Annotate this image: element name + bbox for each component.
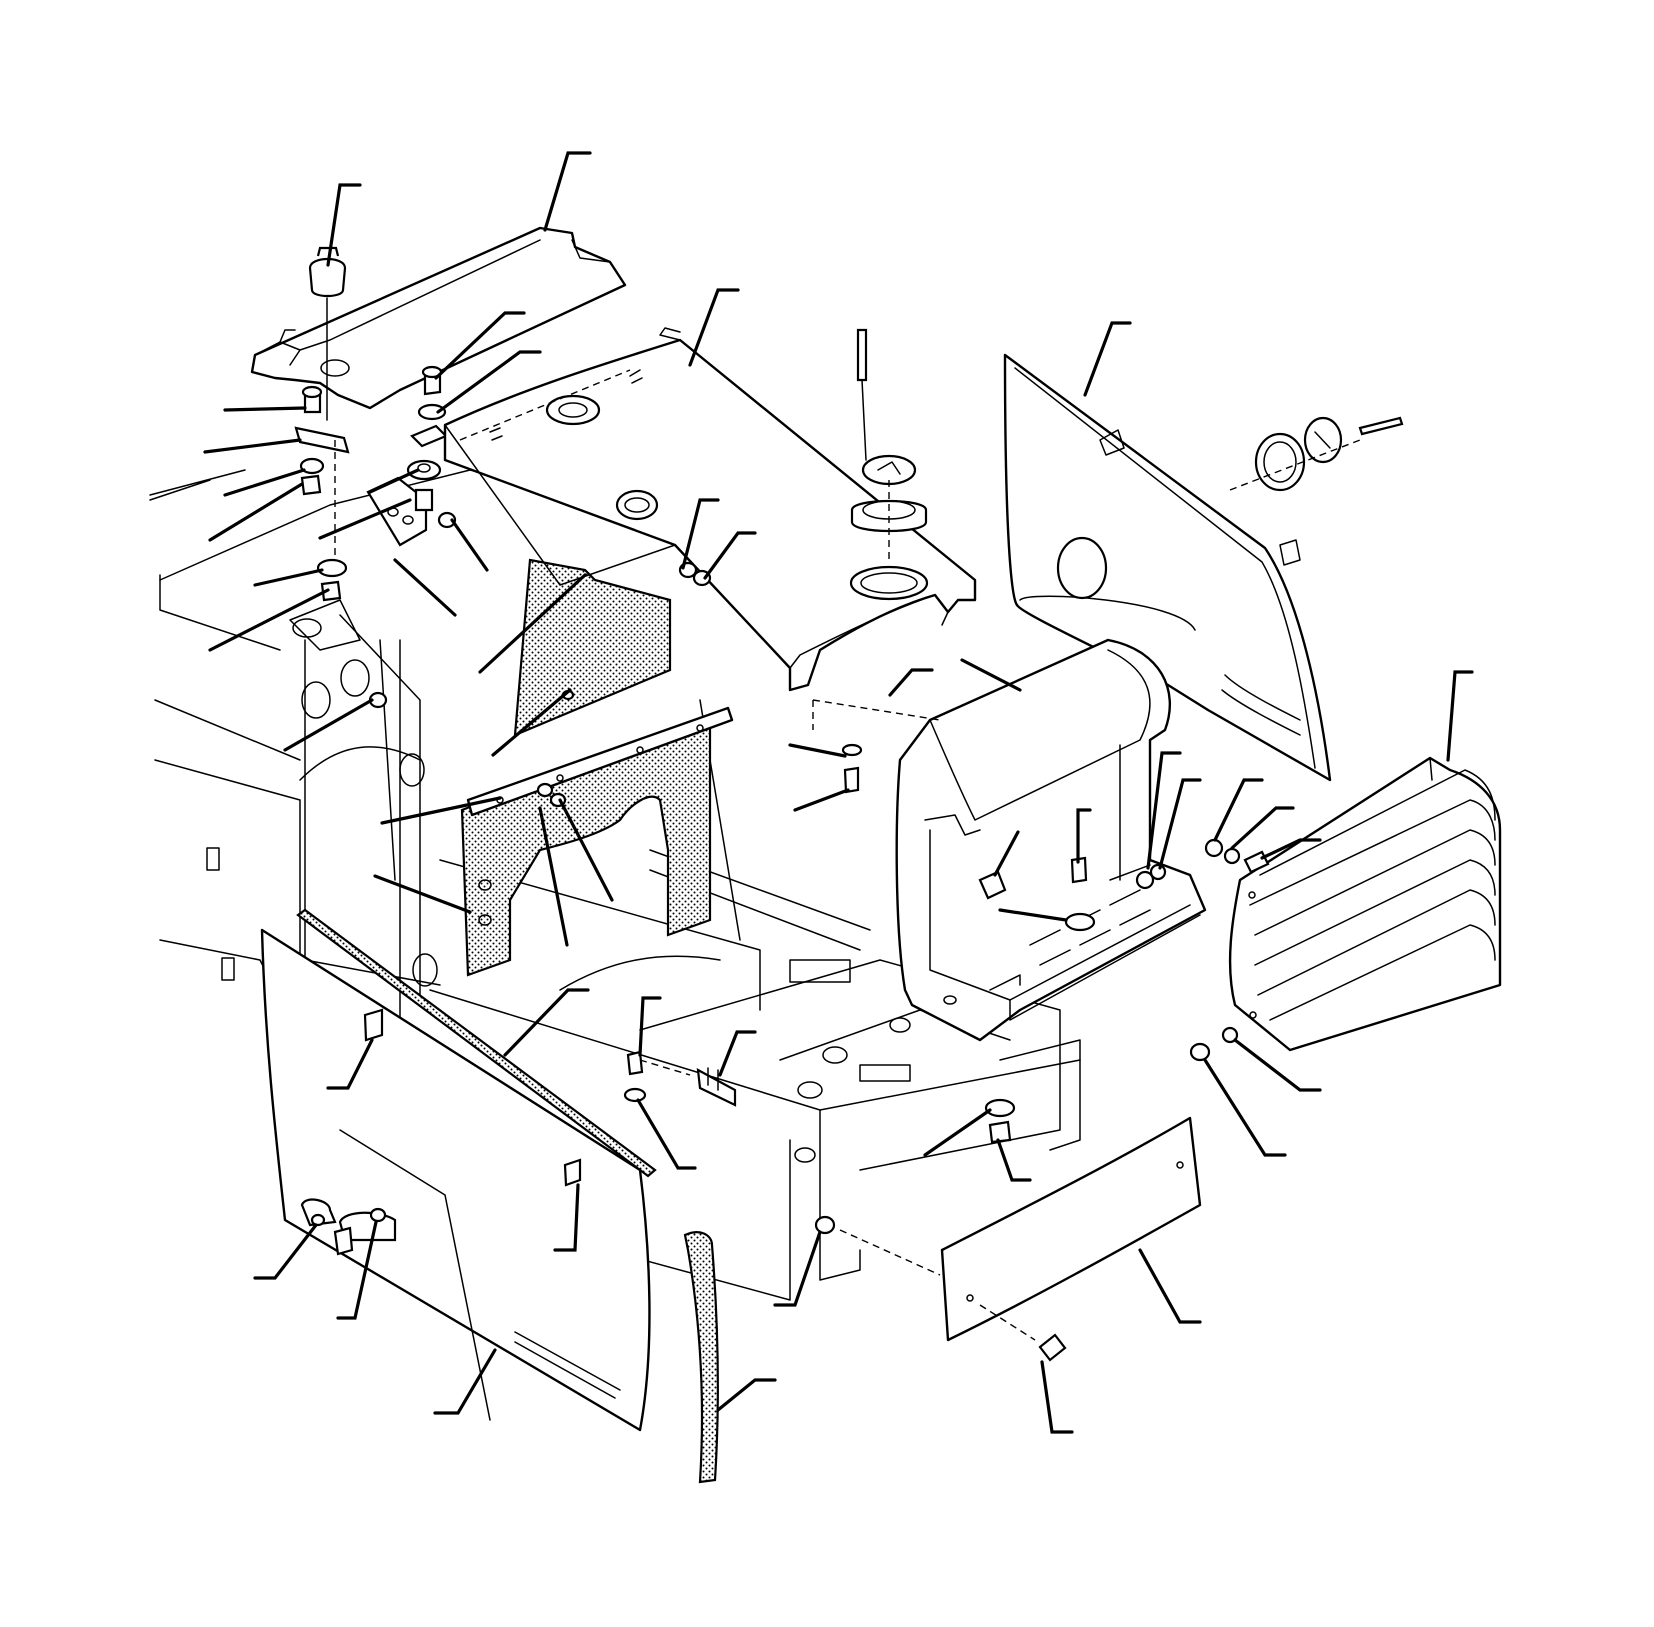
leader-line xyxy=(436,350,542,414)
leader-line xyxy=(681,498,720,570)
side-panel-left xyxy=(260,928,651,1432)
baffle-plate-upper xyxy=(513,558,672,737)
leader-line xyxy=(368,468,420,494)
leader-line xyxy=(1138,1248,1202,1324)
mounting-hardware-left xyxy=(294,385,457,709)
leader-line xyxy=(203,438,302,454)
leader-line xyxy=(998,908,1068,922)
callout-leader-lines xyxy=(203,151,1474,1434)
dipstick xyxy=(856,328,868,461)
leader-line xyxy=(1203,1058,1287,1157)
leader-line xyxy=(208,588,330,652)
leader-line xyxy=(1083,321,1132,397)
bolt-washer-mid xyxy=(623,561,1096,1235)
leader-line xyxy=(1146,751,1182,870)
leader-line xyxy=(888,668,934,697)
front-grille-frame xyxy=(895,638,1207,1042)
leader-line xyxy=(960,658,1022,692)
filler-cap xyxy=(849,454,929,601)
leader-line xyxy=(636,1098,697,1170)
leader-line xyxy=(318,498,412,540)
assembly-guide-lines xyxy=(334,369,941,1276)
leader-line xyxy=(996,1138,1032,1182)
leader-line xyxy=(993,830,1020,877)
leader-line xyxy=(558,798,614,902)
leader-line xyxy=(283,698,374,752)
leader-line xyxy=(1260,838,1322,860)
leader-line xyxy=(1233,1038,1322,1092)
tractor-frame-outline xyxy=(149,469,1081,1301)
hood-panel xyxy=(443,327,977,692)
leader-line xyxy=(326,1038,374,1090)
leader-line xyxy=(478,573,587,674)
leader-line xyxy=(716,1378,777,1412)
leader-line xyxy=(1213,778,1264,842)
leader-line xyxy=(326,183,362,267)
leader-line xyxy=(434,311,526,380)
leader-line xyxy=(1040,1360,1074,1434)
baffle-plate-lower xyxy=(460,713,712,977)
leader-line xyxy=(638,996,662,1057)
leader-line xyxy=(538,806,569,947)
leader-line xyxy=(553,1183,580,1252)
leader-line xyxy=(1446,670,1474,762)
nut-pair-center xyxy=(536,782,567,808)
leader-line xyxy=(688,288,740,367)
leader-line xyxy=(373,874,472,914)
leader-line xyxy=(718,1030,757,1077)
side-panel-right xyxy=(1003,353,1332,782)
lower-front-plate xyxy=(940,1116,1202,1362)
leader-line xyxy=(380,796,502,825)
grille-slat-panel xyxy=(1228,756,1502,1052)
leader-line xyxy=(773,1230,822,1307)
leader-line xyxy=(1158,778,1202,870)
leader-line xyxy=(543,151,592,232)
leader-line xyxy=(793,788,850,812)
leader-line xyxy=(703,531,757,580)
seal-strip-diagonal xyxy=(296,908,657,1178)
hood-support-bar xyxy=(250,226,627,410)
grommet-set xyxy=(1229,416,1404,492)
leader-line xyxy=(923,1108,992,1157)
leader-line xyxy=(1076,808,1092,864)
leader-line xyxy=(1230,806,1295,850)
leader-line xyxy=(208,482,304,542)
leader-line xyxy=(450,518,489,572)
leader-line xyxy=(393,558,457,617)
leader-line xyxy=(788,743,847,758)
knob-fastener xyxy=(308,246,347,421)
leader-line xyxy=(503,988,590,1057)
leader-line xyxy=(223,468,306,497)
leader-line xyxy=(336,1220,378,1320)
leader-line xyxy=(223,406,307,412)
mounting-hardware-center xyxy=(406,365,448,512)
leader-line xyxy=(491,688,572,757)
seal-strip-vertical xyxy=(683,1231,719,1484)
leader-line xyxy=(433,1348,497,1415)
leader-line xyxy=(253,568,324,587)
mounting-strip xyxy=(466,706,734,817)
leader-line xyxy=(253,1223,318,1280)
